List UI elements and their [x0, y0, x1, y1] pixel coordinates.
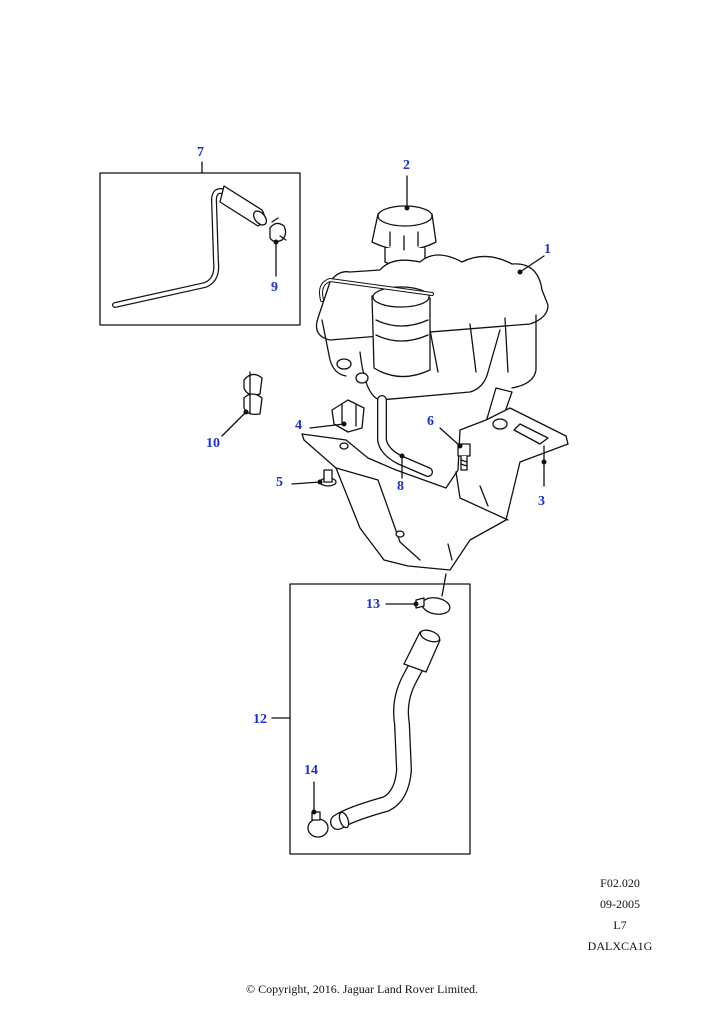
callout-10[interactable]: 10: [206, 436, 220, 451]
detail-box-7: [99, 172, 301, 326]
hose-clip-10: [243, 371, 263, 416]
expansion-tank-1: [315, 254, 549, 401]
copyright-notice: © Copyright, 2016. Jaguar Land Rover Lim…: [245, 982, 479, 996]
callout-2[interactable]: 2: [403, 158, 410, 173]
hose-clip-9: [269, 217, 287, 243]
hose-clamp-13: [415, 597, 451, 615]
callout-14[interactable]: 14: [304, 763, 318, 778]
screw-5: [319, 469, 337, 487]
diagram-code: F02.020: [600, 876, 640, 890]
callout-5[interactable]: 5: [276, 475, 283, 490]
hose-clip-4: [331, 399, 365, 433]
diagram-level: L7: [613, 918, 627, 932]
callout-12[interactable]: 12: [253, 712, 267, 727]
callout-3[interactable]: 3: [538, 494, 545, 509]
callout-8[interactable]: 8: [397, 479, 404, 494]
callout-9[interactable]: 9: [271, 280, 278, 295]
callout-4[interactable]: 4: [295, 418, 302, 433]
diagram-reference: DALXCA1G: [587, 939, 653, 953]
diagram-date: 09-2005: [600, 897, 640, 911]
callout-6[interactable]: 6: [427, 414, 434, 429]
callout-7[interactable]: 7: [197, 145, 204, 160]
callout-1[interactable]: 1: [544, 242, 551, 257]
callout-13[interactable]: 13: [366, 597, 380, 612]
coolant-pipe-7: [112, 185, 268, 308]
mounting-bracket-3: [301, 407, 569, 571]
hose-clamp-14: [307, 811, 329, 838]
coolant-hose-12: [330, 629, 441, 830]
detail-box-12: [289, 583, 471, 855]
